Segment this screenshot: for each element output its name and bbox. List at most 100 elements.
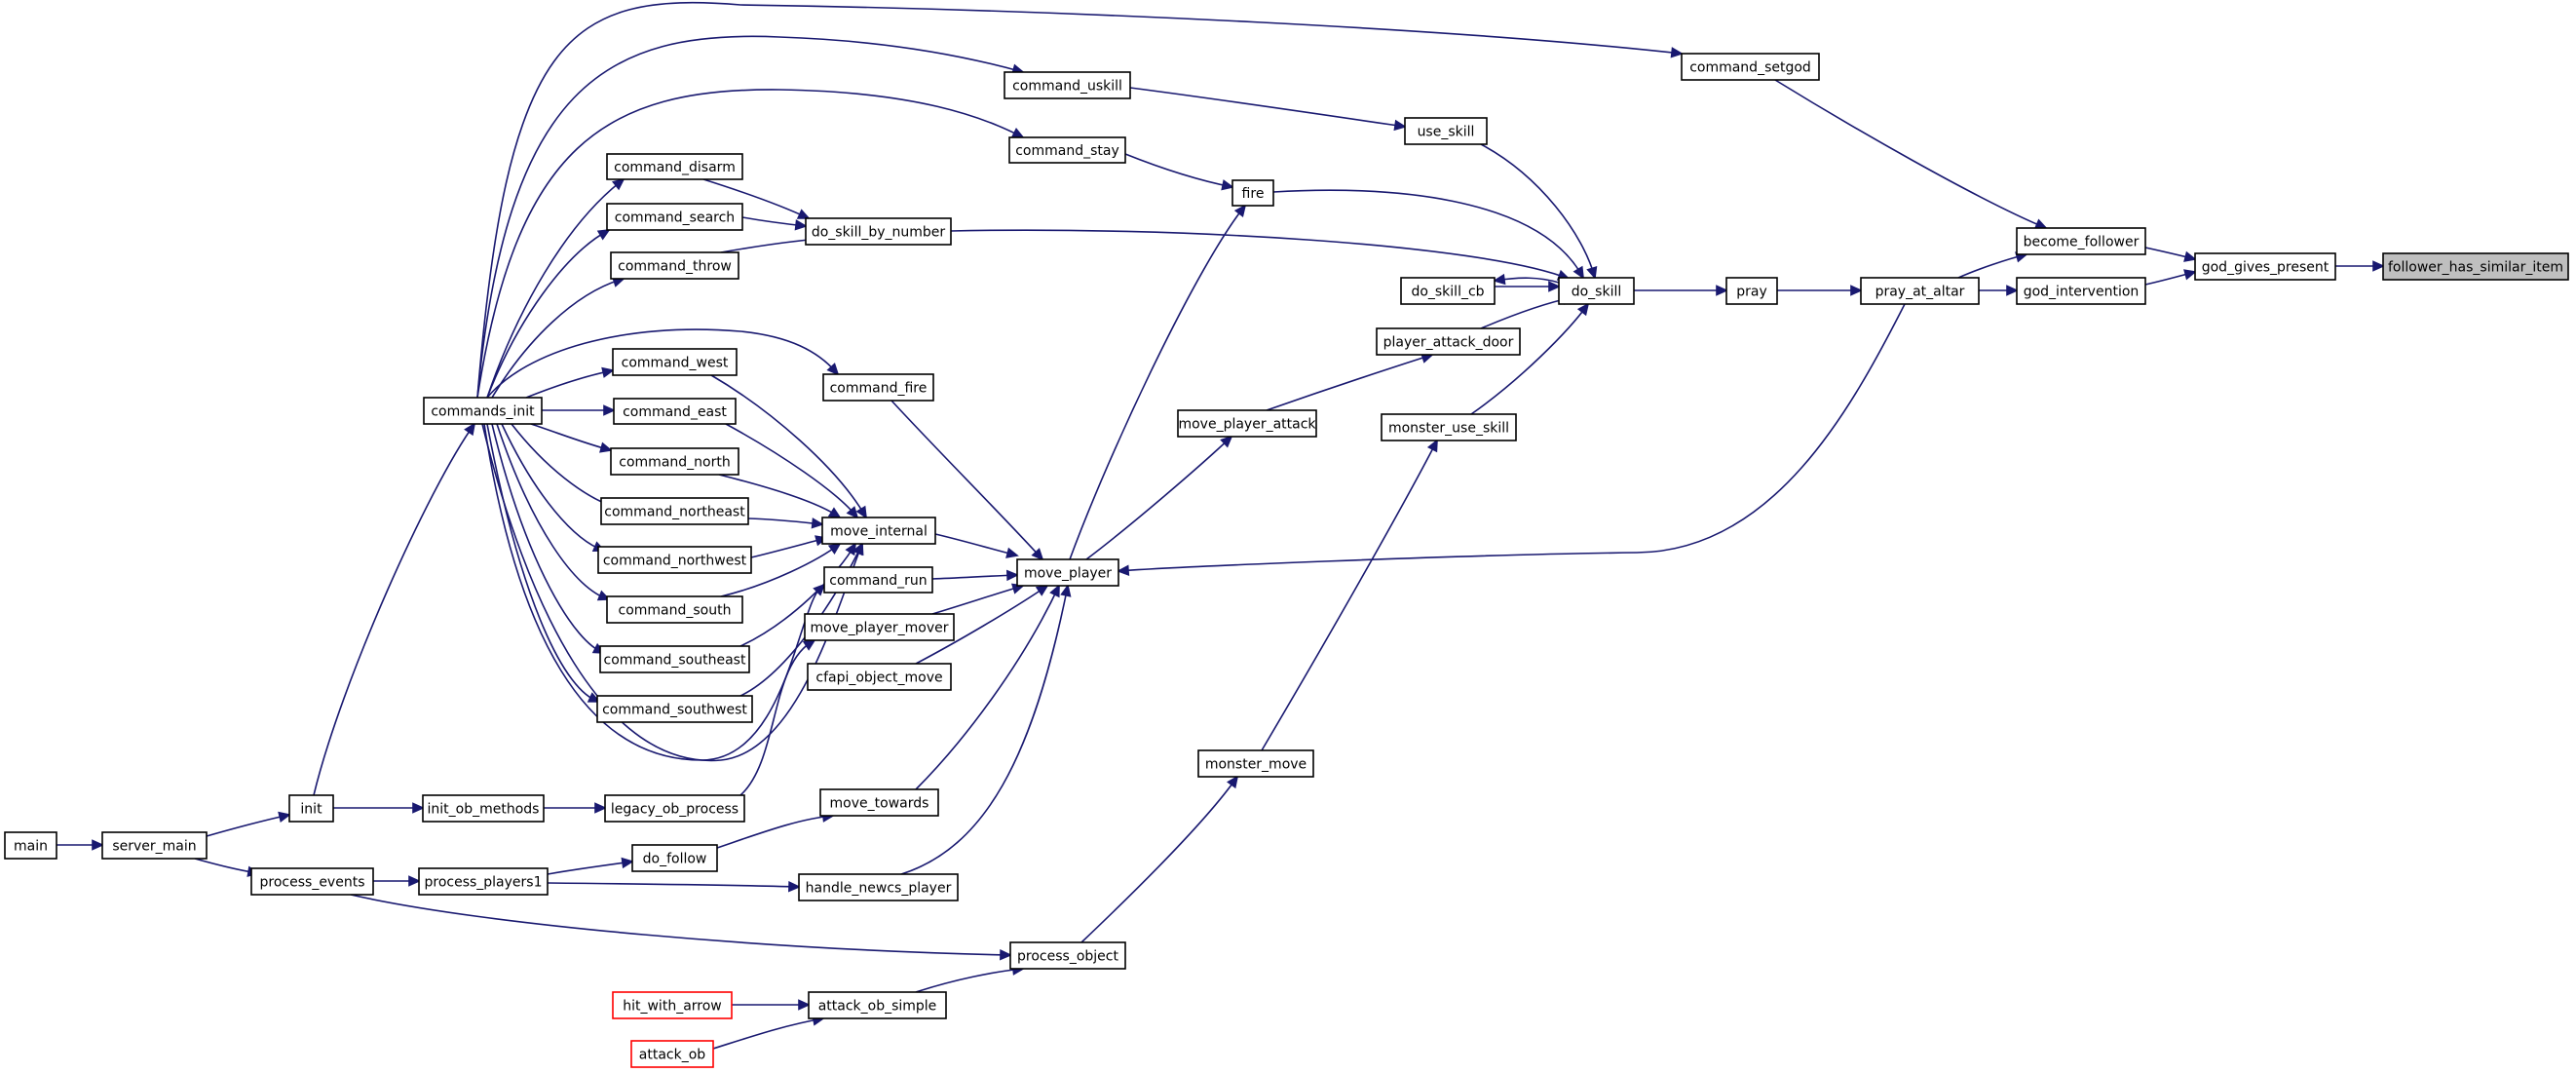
node-command-run[interactable]: command_run — [823, 566, 933, 594]
node-label: server_main — [112, 839, 196, 855]
node-box — [1197, 749, 1314, 778]
node-command-northeast[interactable]: command_northeast — [600, 497, 749, 525]
arrowhead — [464, 422, 476, 437]
edge-line — [1124, 153, 1233, 188]
node-legacy-ob-process[interactable]: legacy_ob_process — [604, 794, 745, 823]
arrowhead — [827, 507, 842, 519]
node-command-east[interactable]: command_east — [613, 398, 737, 425]
node-box — [1009, 941, 1126, 970]
node-init[interactable]: init — [288, 794, 334, 823]
node-attack-ob[interactable]: attack_ob — [630, 1040, 714, 1068]
node-label: do_follow — [643, 852, 707, 867]
edge-move_player-to-fire — [1069, 204, 1247, 560]
node-box — [1016, 558, 1119, 587]
node-do-skill-by-number[interactable]: do_skill_by_number — [805, 217, 952, 246]
node-cfapi-object-move[interactable]: cfapi_object_move — [807, 663, 952, 691]
node-label: command_stay — [1015, 143, 1119, 159]
node-command-stay[interactable]: command_stay — [1008, 136, 1126, 164]
node-do-skill-cb[interactable]: do_skill_cb — [1400, 277, 1496, 305]
node-command-search[interactable]: command_search — [606, 203, 743, 231]
arrowhead — [412, 802, 425, 814]
node-monster-move[interactable]: monster_move — [1197, 749, 1314, 778]
arrowhead — [1010, 128, 1025, 138]
node-command-uskill[interactable]: command_uskill — [1004, 71, 1131, 99]
node-server-main[interactable]: server_main — [101, 831, 208, 860]
node-command-northwest[interactable]: command_northwest — [597, 546, 752, 574]
node-box — [1860, 277, 1980, 305]
edge-god_intervention-to-god_gives_present — [2144, 269, 2197, 286]
arrowhead — [1426, 439, 1438, 453]
node-label: command_northwest — [603, 554, 747, 569]
node-move-player-mover[interactable]: move_player_mover — [804, 613, 955, 641]
edge-commands_init-to-command_setgod — [476, 1, 1684, 399]
node-label: attack_ob_simple — [818, 999, 937, 1015]
node-commands-init[interactable]: commands_init — [423, 397, 543, 425]
arrowhead — [1005, 547, 1019, 558]
node-fire[interactable]: fire — [1231, 179, 1274, 207]
node-box — [2016, 277, 2146, 305]
node-move-internal[interactable]: move_internal — [821, 517, 936, 545]
arrowhead — [1049, 584, 1060, 598]
node-attack-ob-simple[interactable]: attack_ob_simple — [808, 991, 947, 1019]
node-god-gives-present[interactable]: god_gives_present — [2194, 252, 2336, 281]
nodes-layer: follower_has_similar_item god_gives_prese… — [4, 53, 2569, 1068]
node-move-player-attack[interactable]: move_player_attack — [1177, 409, 1317, 438]
node-do-skill[interactable]: do_skill — [1558, 277, 1635, 305]
node-pray[interactable]: pray — [1725, 277, 1778, 305]
node-command-south[interactable]: command_south — [606, 595, 743, 624]
node-command-southwest[interactable]: command_southwest — [596, 695, 753, 723]
node-command-fire[interactable]: command_fire — [822, 373, 934, 402]
node-move-player[interactable]: move_player — [1016, 558, 1119, 587]
node-command-throw[interactable]: command_throw — [610, 251, 739, 280]
node-do-follow[interactable]: do_follow — [631, 844, 718, 872]
node-command-setgod[interactable]: command_setgod — [1681, 53, 1820, 81]
edge-main-to-server_main — [57, 839, 104, 851]
node-box — [804, 613, 955, 641]
edge-monster_move-to-monster_use_skill — [1261, 439, 1438, 751]
node-command-north[interactable]: command_north — [610, 447, 739, 476]
node-command-west[interactable]: command_west — [612, 348, 738, 376]
node-init-ob-methods[interactable]: init_ob_methods — [422, 794, 545, 823]
edge-command_east-to-move_internal — [725, 423, 859, 519]
edge-command_throw-to-do_skill_by_number — [720, 234, 820, 253]
arrowhead — [1572, 265, 1584, 280]
edge-command_south-to-move_internal — [720, 542, 842, 597]
node-command-disarm[interactable]: command_disarm — [606, 153, 743, 180]
node-monster-use-skill[interactable]: monster_use_skill — [1381, 413, 1517, 441]
node-command-southeast[interactable]: command_southeast — [599, 645, 750, 673]
node-label: move_internal — [830, 524, 928, 540]
edge-commands_init-to-command_disarm — [486, 177, 625, 399]
edge-line — [1261, 440, 1438, 751]
node-god-intervention[interactable]: god_intervention — [2016, 277, 2146, 305]
node-label: move_towards — [830, 796, 929, 812]
node-handle-newcs-player[interactable]: handle_newcs_player — [798, 873, 959, 901]
edge-commands_init-to-command_search — [486, 229, 611, 399]
node-process-events[interactable]: process_events — [250, 867, 374, 896]
node-box — [1381, 413, 1517, 441]
arrowhead — [1060, 584, 1072, 597]
node-box — [423, 397, 543, 425]
edge-command_uskill-to-use_skill — [1129, 87, 1407, 132]
edge-line — [934, 533, 1018, 556]
node-hit-with-arrow[interactable]: hit_with_arrow — [612, 991, 733, 1019]
node-box — [808, 991, 947, 1019]
edge-line — [1266, 354, 1433, 411]
arrowhead — [813, 583, 826, 596]
node-main[interactable]: main — [4, 831, 57, 860]
node-pray-at-altar[interactable]: pray_at_altar — [1860, 277, 1980, 305]
node-become-follower[interactable]: become_follower — [2016, 227, 2146, 255]
node-move-towards[interactable]: move_towards — [819, 788, 939, 817]
node-label: command_throw — [618, 259, 732, 275]
arrowhead — [1035, 584, 1049, 596]
edge-do_skill-to-do_skill_cb — [1493, 273, 1560, 286]
node-box — [631, 844, 718, 872]
edge-line — [915, 585, 1060, 790]
node-follower-has-similar-item[interactable]: follower_has_similar_item — [2382, 252, 2569, 281]
edge-fire-to-do_skill — [1272, 189, 1584, 280]
node-use-skill[interactable]: use_skill — [1404, 117, 1488, 145]
node-process-object[interactable]: process_object — [1009, 941, 1126, 970]
edge-line — [1774, 79, 2047, 229]
node-player-attack-door[interactable]: player_attack_door — [1376, 327, 1521, 356]
node-process-players1[interactable]: process_players1 — [418, 867, 549, 896]
